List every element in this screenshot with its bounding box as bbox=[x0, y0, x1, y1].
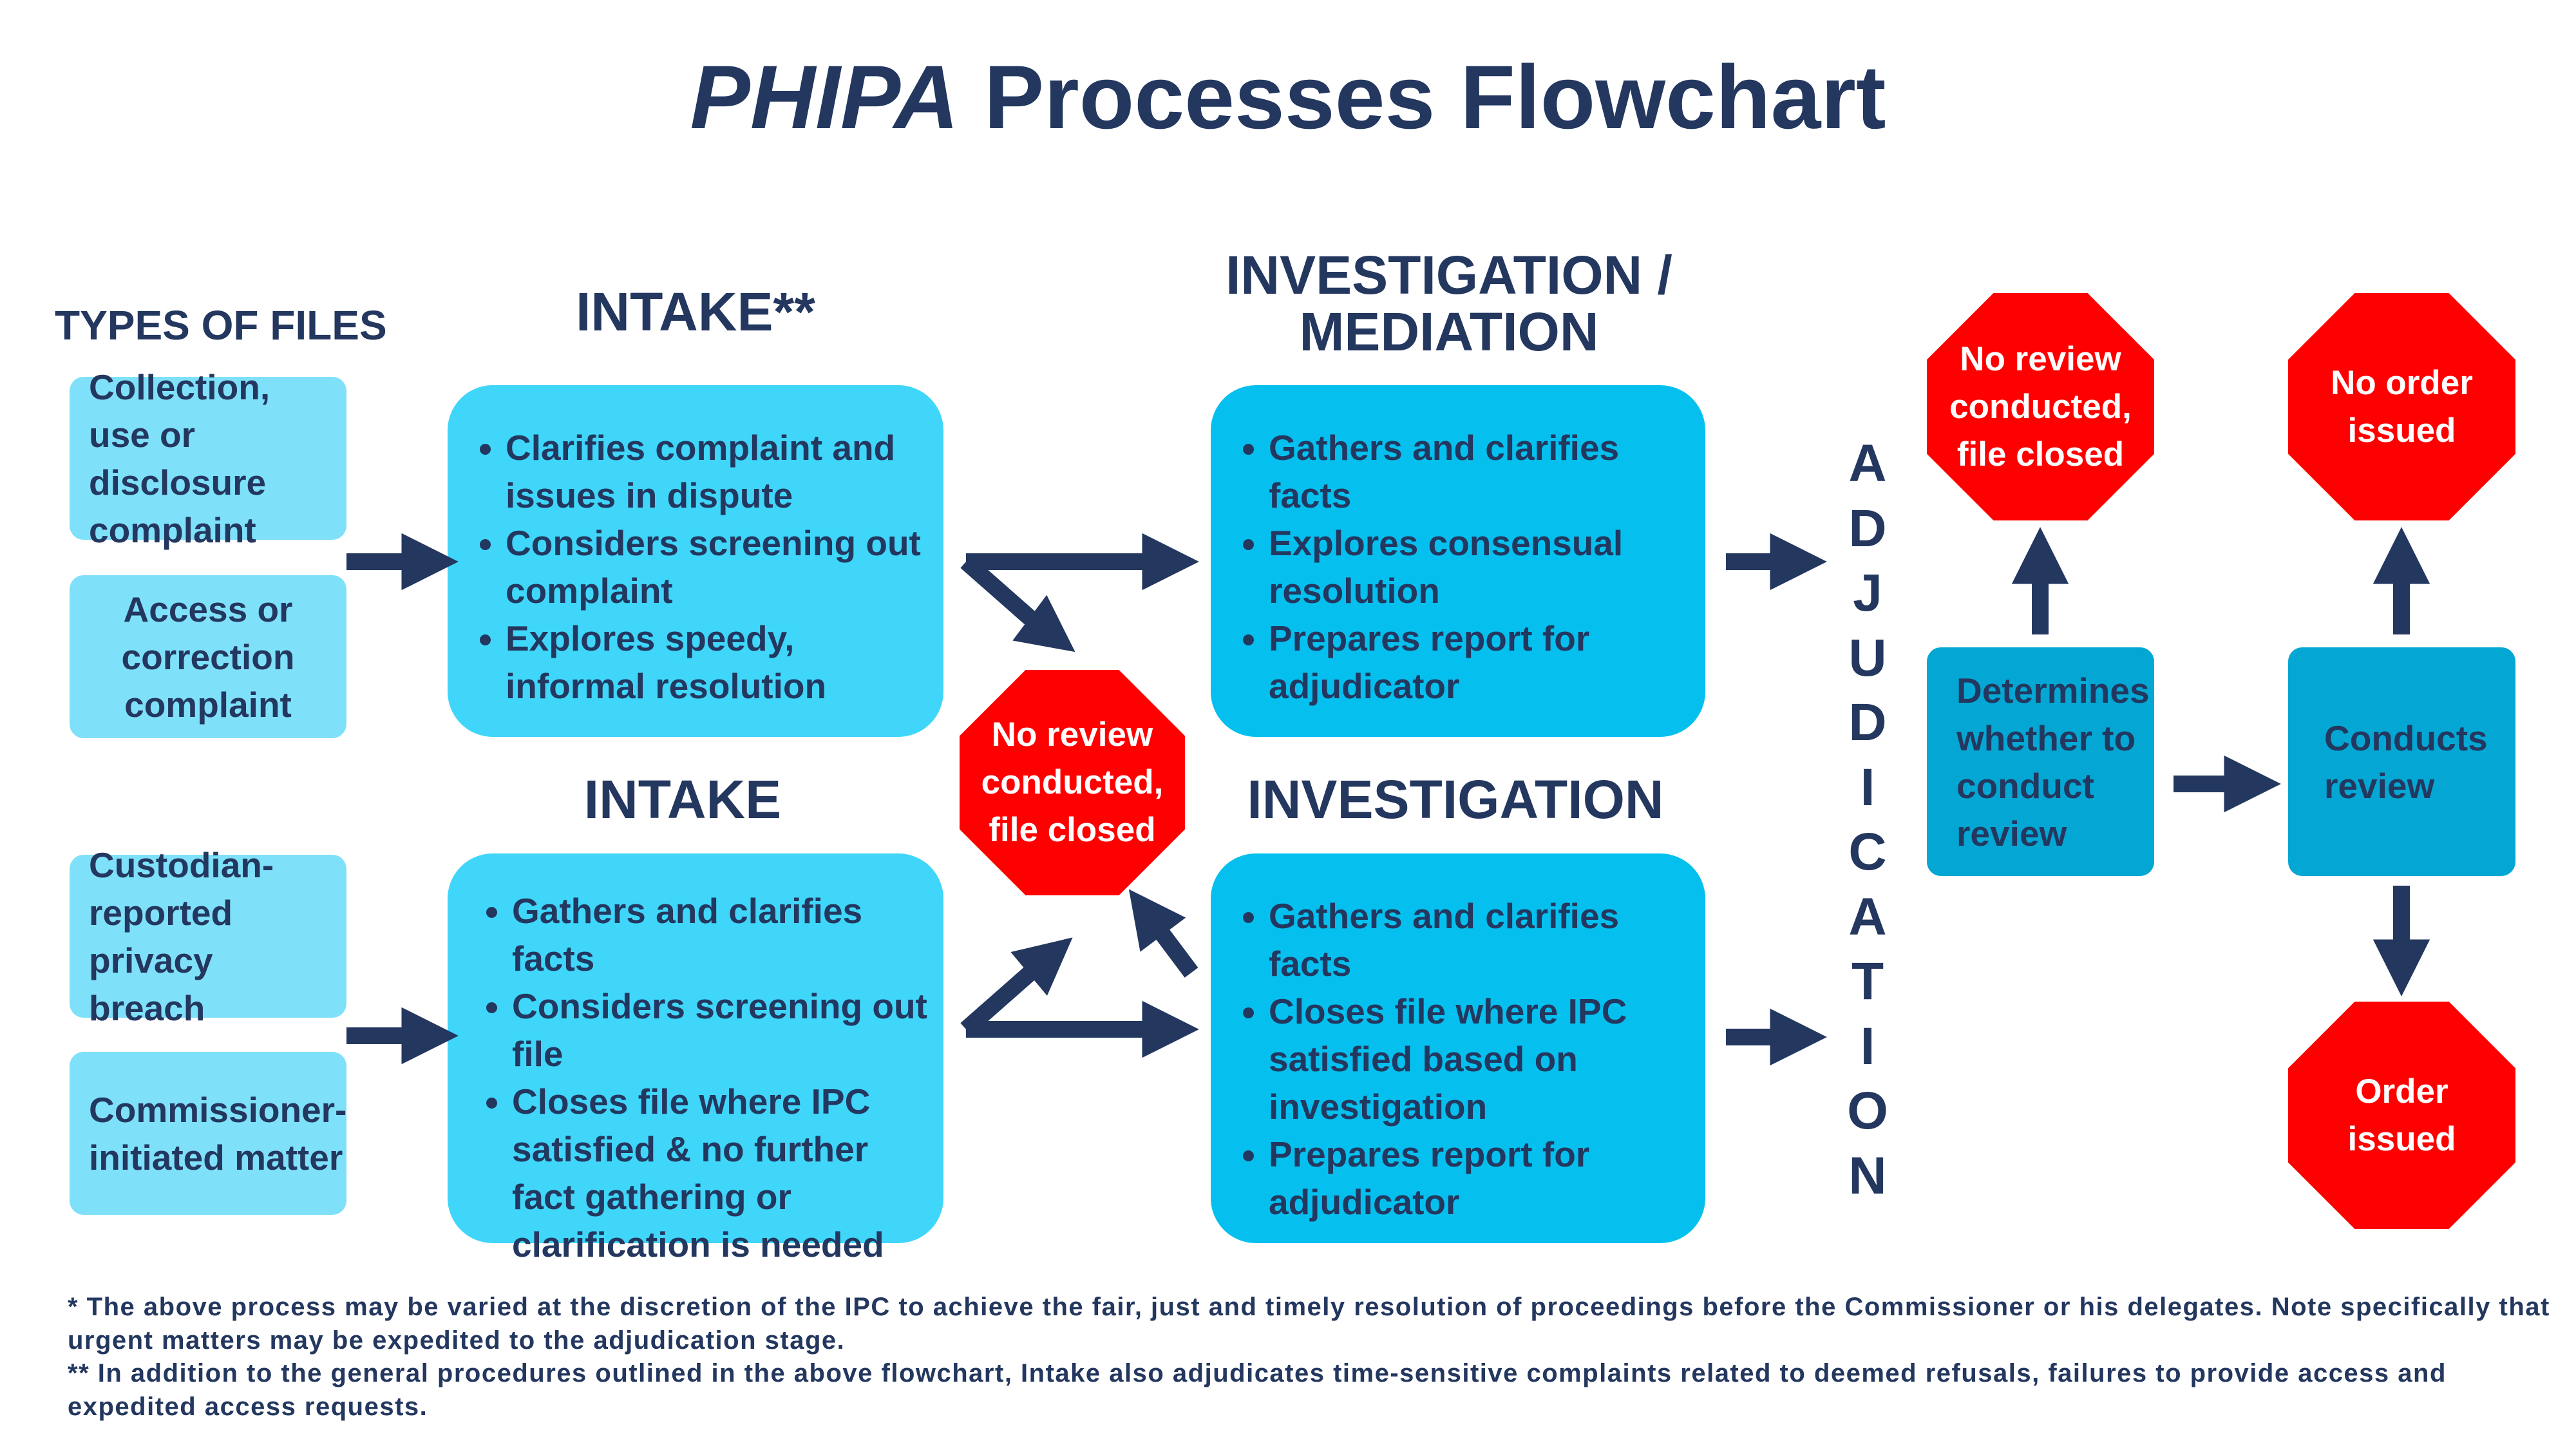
intake-bottom-box: Gathers and clarifies facts Considers sc… bbox=[448, 853, 943, 1264]
stop-sign-no-order: No order issued bbox=[2288, 293, 2515, 520]
page-title: PHIPA Processes Flowchart bbox=[0, 45, 2576, 149]
investigation-mediation-bullet: Explores consensual resolution bbox=[1269, 519, 1699, 614]
investigation-box: Gathers and clarifies facts Closes file … bbox=[1211, 853, 1705, 1243]
investigation-mediation-heading: INVESTIGATION / MEDIATION bbox=[1226, 245, 1672, 363]
intake-bottom-bullet: Closes file where IPC satisfied & no fur… bbox=[512, 1078, 931, 1268]
intake-bottom-heading: INTAKE bbox=[583, 769, 782, 830]
type-commissioner-label: Commissioner-initiated matter bbox=[89, 1089, 347, 1177]
stop-sign-no-review: No review conducted, file closed bbox=[1927, 293, 2154, 520]
type-box-commissioner: Commissioner-initiated matter bbox=[70, 1052, 346, 1215]
determine-review-box: Determines whether to conduct review bbox=[1927, 647, 2154, 876]
intake-top-bullet: Clarifies complaint and issues in disput… bbox=[506, 424, 931, 519]
investigation-bullet: Closes file where IPC satisfied based on… bbox=[1269, 987, 1699, 1130]
intake-bottom-bullets: Gathers and clarifies facts Considers sc… bbox=[454, 887, 931, 1268]
investigation-mediation-box: Gathers and clarifies facts Explores con… bbox=[1211, 385, 1705, 737]
conducts-review-label: Conducts review bbox=[2324, 718, 2488, 806]
arrow-intake-top-to-stop bbox=[960, 555, 1075, 653]
title-rest: Processes Flowchart bbox=[958, 46, 1886, 148]
investigation-mediation-bullet: Prepares report for adjudicator bbox=[1269, 614, 1699, 710]
footnote-2: ** In addition to the general procedures… bbox=[68, 1359, 2447, 1421]
type-access-label: Access or correction complaint bbox=[121, 589, 295, 725]
investigation-heading: INVESTIGATION bbox=[1247, 769, 1664, 830]
intake-top-box: Clarifies complaint and issues in disput… bbox=[448, 385, 943, 737]
investigation-mediation-bullets: Gathers and clarifies facts Explores con… bbox=[1211, 424, 1699, 710]
arrow-intake-bottom-to-stop bbox=[960, 937, 1073, 1036]
type-breach-label: Custodian-reported privacy breach bbox=[89, 844, 274, 1028]
type-box-breach: Custodian-reported privacy breach bbox=[70, 845, 346, 1028]
arrow-investigation-to-stop bbox=[1128, 889, 1198, 978]
type-box-access: Access or correction complaint bbox=[70, 575, 346, 738]
investigation-bullet: Gathers and clarifies facts bbox=[1269, 892, 1699, 987]
intake-top-bullet: Considers screening out complaint bbox=[506, 519, 931, 614]
investigation-mediation-bullet: Gathers and clarifies facts bbox=[1269, 424, 1699, 519]
intake-bottom-bullet: Considers screening out file bbox=[512, 982, 931, 1078]
types-heading: TYPES OF FILES bbox=[55, 302, 387, 348]
adjudication-label: A D J U D I C A T I O N bbox=[1847, 434, 1888, 1205]
type-box-collection: Collection, use or disclosure complaint bbox=[70, 367, 346, 550]
title-phipa: PHIPA bbox=[690, 46, 959, 148]
investigation-bullet: Prepares report for adjudicator bbox=[1269, 1130, 1699, 1226]
determine-review-label: Determines whether to conduct review bbox=[1956, 670, 2150, 853]
intake-bottom-bullet: Gathers and clarifies facts bbox=[512, 887, 931, 982]
stop-sign-order-issued: Order issued bbox=[2288, 1002, 2515, 1229]
stop-sign-center: No review conducted, file closed bbox=[960, 670, 1185, 895]
intake-top-bullet: Explores speedy, informal resolution bbox=[506, 614, 931, 710]
intake-top-heading: INTAKE** bbox=[576, 281, 815, 342]
conducts-review-box: Conducts review bbox=[2288, 647, 2515, 876]
intake-top-bullets: Clarifies complaint and issues in disput… bbox=[448, 424, 931, 710]
footnote-1: * The above process may be varied at the… bbox=[68, 1293, 2550, 1355]
investigation-bullets: Gathers and clarifies facts Closes file … bbox=[1211, 892, 1699, 1226]
type-collection-label: Collection, use or disclosure complaint bbox=[89, 367, 270, 550]
